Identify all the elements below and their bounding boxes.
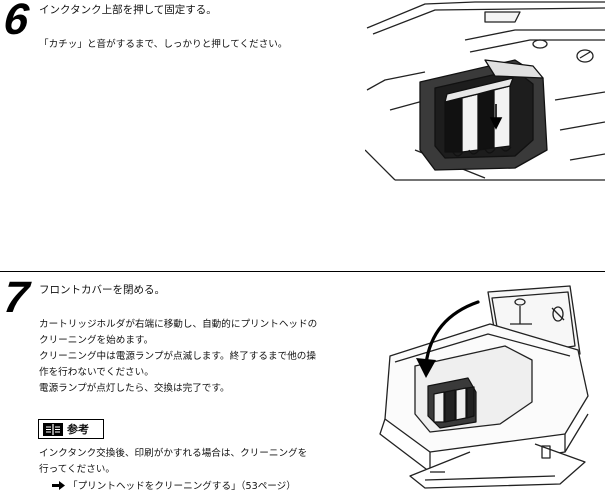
printer-closing-cover-illustration: [379, 285, 589, 489]
step-6-number: 6: [1, 0, 32, 44]
section-divider: [0, 271, 605, 272]
book-icon: [43, 422, 63, 436]
step-7-body-line-2: クリーニングを始めます。: [39, 335, 154, 346]
step-7-body-line-5: 電源ランプが点灯したら、交換は完了です。: [39, 383, 230, 394]
reference-badge: 参考: [38, 419, 104, 439]
step-7-title: フロントカバーを閉める。: [39, 284, 165, 296]
step-7-body-line-4: 作を行わないでください。: [39, 367, 154, 378]
step-6-title: インクタンク上部を押して固定する。: [39, 4, 217, 16]
step-6-body: 「カチッ」と音がするまで、しっかりと押してください。: [39, 39, 288, 50]
reference-label: 参考: [67, 423, 89, 436]
printer-ink-tank-illustration: [365, 0, 605, 181]
reference-link[interactable]: 「プリントヘッドをクリーニングする」（53ページ）: [52, 478, 296, 492]
arrow-right-icon: [52, 481, 65, 490]
step-7-body-line-1: カートリッジホルダが右端に移動し、自動的にプリントヘッドの: [39, 319, 318, 330]
step-7-body-line-3: クリーニング中は電源ランプが点滅します。終了するまで他の操: [39, 351, 316, 362]
reference-line-2: 行ってください。: [39, 464, 115, 475]
step-7-number: 7: [1, 273, 32, 322]
reference-line-1: インクタンク交換後、印刷がかすれる場合は、クリーニングを: [39, 448, 308, 459]
reference-link-text[interactable]: 「プリントヘッドをクリーニングする」（53ページ）: [68, 481, 296, 492]
